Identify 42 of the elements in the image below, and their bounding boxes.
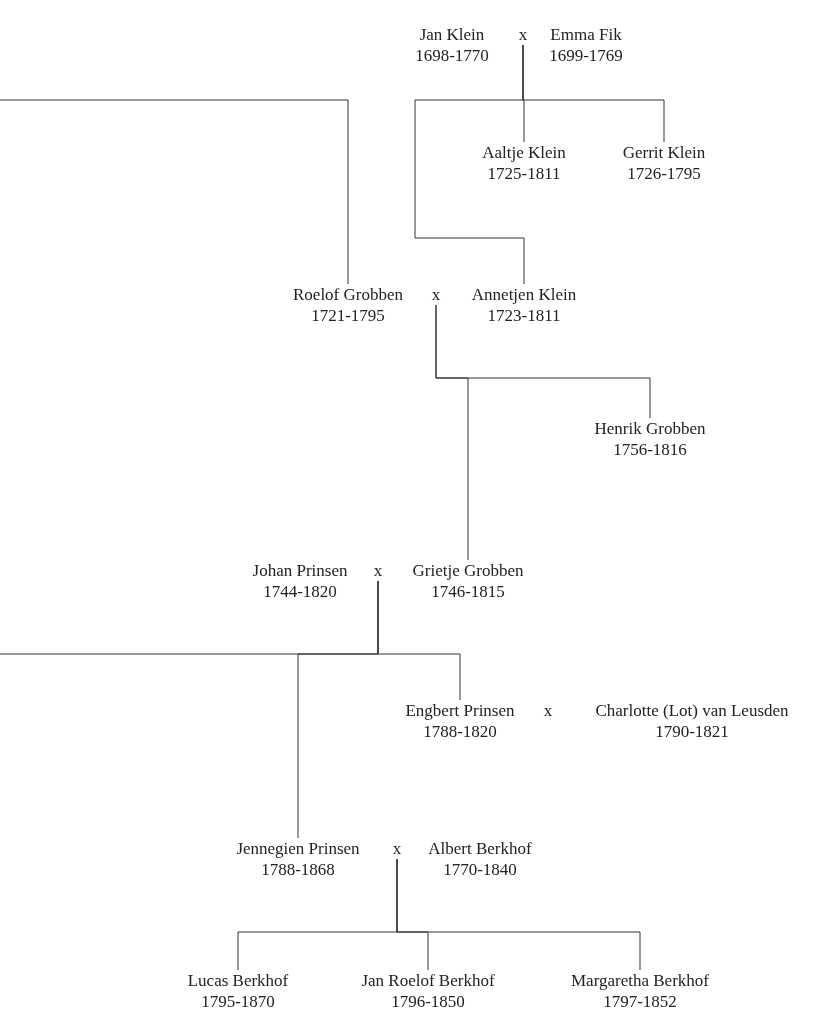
person-name: Jennegien Prinsen — [236, 838, 360, 859]
descent-line — [396, 858, 641, 971]
descent-line — [0, 99, 349, 285]
life-dates: 1796-1850 — [390, 991, 466, 1012]
life-dates: 1795-1870 — [200, 991, 276, 1012]
life-dates: 1788-1868 — [260, 859, 336, 880]
life-dates: 1744-1820 — [262, 581, 338, 602]
life-dates: 1698-1770 — [415, 45, 489, 66]
life-dates: 1725-1811 — [486, 163, 562, 184]
person-name: Margaretha Berkhof — [571, 970, 709, 991]
life-dates: 1726-1795 — [626, 163, 702, 184]
person-name: Lucas Berkhof — [187, 970, 289, 991]
marriage-symbol: x — [373, 560, 383, 581]
marriage-symbol: x — [392, 838, 402, 859]
person-name: Annetjen Klein — [471, 284, 577, 305]
descent-line — [0, 580, 379, 655]
person-name: Albert Berkhof — [428, 838, 532, 859]
marriage-symbol: x — [518, 24, 528, 45]
marriage-symbol: x — [431, 284, 441, 305]
life-dates: 1699-1769 — [549, 45, 623, 66]
life-dates: 1756-1816 — [612, 439, 688, 460]
person-name: Henrik Grobben — [594, 418, 706, 439]
person-name: Jan Roelof Berkhof — [361, 970, 495, 991]
life-dates: 1723-1811 — [486, 305, 562, 326]
person-name: Engbert Prinsen — [405, 700, 515, 721]
person-name: Gerrit Klein — [622, 142, 706, 163]
descent-line — [435, 304, 469, 561]
person-name: Emma Fik — [549, 24, 623, 45]
person-name: Johan Prinsen — [252, 560, 348, 581]
person-name: Jan Klein — [418, 24, 486, 45]
person-name: Roelof Grobben — [293, 284, 403, 305]
person-name: Aaltje Klein — [482, 142, 566, 163]
marriage-symbol: x — [543, 700, 553, 721]
life-dates: 1797-1852 — [602, 991, 678, 1012]
person-name: Charlotte (Lot) van Leusden — [595, 700, 789, 721]
life-dates: 1746-1815 — [430, 581, 506, 602]
descent-line — [414, 44, 525, 285]
life-dates: 1721-1795 — [310, 305, 386, 326]
life-dates: 1788-1820 — [422, 721, 498, 742]
life-dates: 1770-1840 — [442, 859, 518, 880]
life-dates: 1790-1821 — [654, 721, 730, 742]
person-name: Grietje Grobben — [412, 560, 524, 581]
